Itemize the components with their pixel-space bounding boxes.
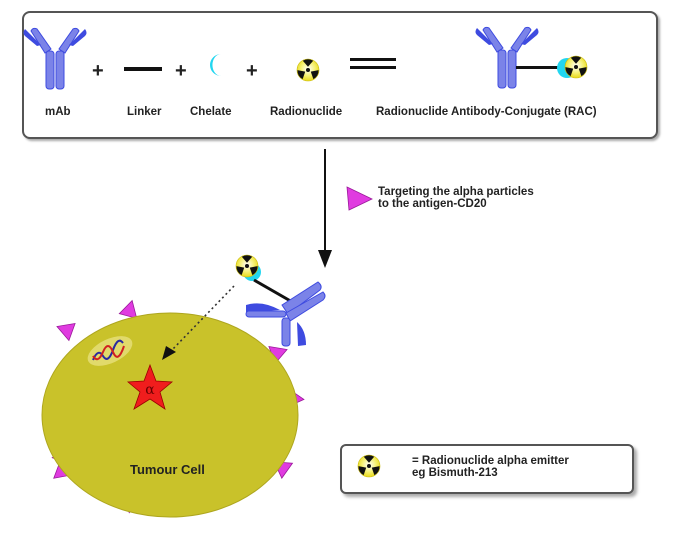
tumour-cell [41,297,306,518]
label-radionuclide: Radionuclide [270,106,343,118]
antibody-icon [23,27,87,90]
tumour-cell-label: Tumour Cell [130,462,205,477]
legend-radiation-icon [356,454,382,478]
plus-sign: + [246,60,258,82]
equation-panel [22,11,658,139]
bound-conjugate-icon [234,254,326,347]
dna-icon [87,336,133,366]
legend-text: = Radionuclide alpha emitter eg Bismuth-… [412,455,569,479]
rac-icon [475,26,589,89]
label-mab: mAb [45,106,71,118]
alpha-star-icon [126,363,174,410]
label-linker: Linker [127,106,162,118]
plus-sign: + [92,60,104,82]
antigen-marker-icon [346,186,373,211]
chelate-icon [210,54,221,76]
linker-icon [124,67,162,71]
targeting-note: Targeting the alpha particles to the ant… [378,186,534,210]
plus-sign: + [175,60,187,82]
label-chelate: Chelate [190,106,232,118]
radiation-icon [295,58,321,82]
alpha-symbol: α [145,382,155,398]
equals-sign [350,58,396,61]
legend-panel [340,444,634,494]
label-rac: Radionuclide Antibody-Conjugate (RAC) [376,106,597,118]
